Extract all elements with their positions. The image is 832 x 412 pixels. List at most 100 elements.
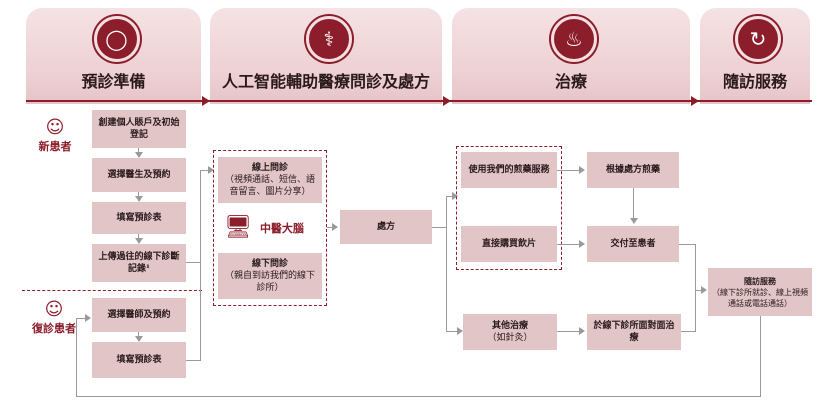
- prep-to-consult-line: [186, 360, 200, 361]
- prep-to-consult-line: [186, 262, 200, 263]
- create-account-box: 創建個人賬戶及初始登記: [92, 110, 186, 148]
- prep-connector: [138, 332, 139, 337]
- to-followup-line: [695, 244, 696, 332]
- buy-to-deliver-arrow: [579, 240, 585, 248]
- followup-sub: （線下診所就診、線上視頻通話或電話通話）: [712, 287, 808, 308]
- deliver-label: 交付至患者: [610, 239, 656, 249]
- stage-title-followup: 隨訪服務: [722, 72, 787, 91]
- decoction-to-rx-line: [557, 170, 579, 171]
- tcm-brain-label: 中醫大腦: [259, 221, 304, 235]
- to-followup-line: [679, 244, 695, 245]
- return-loop-line: [76, 396, 761, 397]
- stage-treatment: ♨ 治療: [452, 8, 690, 104]
- rx-out-arrow: [452, 192, 458, 200]
- prep-to-consult-line: [200, 170, 210, 171]
- patient-divider: [22, 290, 202, 291]
- prep-arrow: [135, 336, 143, 342]
- stage-followup: ↻ 隨訪服務: [700, 8, 810, 104]
- fill-form-returning-label: 填寫預診表: [116, 355, 162, 365]
- offline-face-label: 於線下診所面對面治療: [593, 321, 675, 343]
- prep-arrow: [135, 196, 143, 202]
- decoction-service-box: 使用我們的煎藥服務: [461, 152, 557, 188]
- rx-out-line: [432, 227, 446, 228]
- decoct-to-deliver-arrow: [630, 218, 638, 224]
- rx-out-line: [446, 196, 456, 197]
- upload-records-label: 上傳過往的線下診斷記錄¹: [98, 252, 180, 274]
- tcm-brain: 🖥 中醫大腦: [224, 215, 304, 240]
- prep-to-consult-arrow: [208, 166, 214, 174]
- buy-to-deliver-line: [557, 244, 579, 245]
- consult-to-rx-line: [327, 227, 333, 228]
- new-patient-label: 新患者: [38, 140, 72, 153]
- rx-out-line: [446, 196, 447, 332]
- decoct-to-deliver-line: [633, 188, 634, 218]
- to-followup-line: [695, 290, 701, 291]
- treatment-options-group: [456, 146, 562, 270]
- return-loop-line: [76, 318, 77, 397]
- other-to-offline-line: [557, 331, 579, 332]
- other-treatment-sub: （如針灸）: [487, 333, 533, 343]
- prep-connector: [138, 148, 139, 153]
- to-followup-line: [681, 331, 695, 332]
- stage-consult: ⚕ 人工智能輔助醫療問診及處方: [210, 8, 442, 104]
- buy-pieces-box: 直接購買飲片: [461, 226, 557, 262]
- online-consult-sub: （視頻通話、短信、語音留言、圖片分享）: [224, 175, 315, 197]
- doctor-icon: ⚕: [306, 16, 352, 62]
- return-loop-line: [760, 316, 761, 396]
- offline-consult-title: 線下問診: [251, 259, 288, 269]
- stage-prep: ◯ 預診準備: [26, 8, 201, 104]
- prep-arrow: [135, 152, 143, 158]
- consult-options-group: [213, 150, 327, 306]
- fill-form-new-label: 填寫預診表: [116, 213, 162, 223]
- returning-patient-icon: ☺: [44, 299, 64, 320]
- return-loop-arrow: [85, 314, 91, 322]
- other-treatment-box: 其他治療 （如針灸）: [463, 314, 557, 350]
- rx-out-line: [446, 331, 458, 332]
- decoction-to-rx-arrow: [579, 166, 585, 174]
- offline-face-box: 於線下診所面對面治療: [587, 314, 681, 350]
- choose-doctor-box: 選擇醫生及預約: [92, 158, 186, 192]
- other-treatment-title: 其他治療: [491, 321, 528, 331]
- upload-records-box: 上傳過往的線下診斷記錄¹: [92, 244, 186, 282]
- online-consult-box: 線上問診 （視頻通話、短信、語音留言、圖片分享）: [218, 157, 322, 203]
- prep-arrow: [135, 238, 143, 244]
- stage-title-consult: 人工智能輔助醫療問診及處方: [221, 72, 430, 91]
- create-account-label: 創建個人賬戶及初始登記: [98, 118, 180, 140]
- buy-pieces-label: 直接購買飲片: [481, 239, 536, 249]
- returning-patient-label: 復診患者: [32, 322, 76, 335]
- prep-connector: [138, 192, 139, 197]
- stage-title-prep: 預診準備: [81, 72, 146, 91]
- stage-connector-line: [26, 100, 812, 102]
- person-icon: ◯: [93, 16, 140, 62]
- fill-form-new-box: 填寫預診表: [92, 202, 186, 234]
- new-patient-icon: ☺: [45, 117, 65, 138]
- choose-physician-box: 選擇醫師及預約: [92, 298, 186, 332]
- stage-title-treatment: 治療: [554, 72, 587, 91]
- stage-arrow-3: [691, 96, 699, 106]
- followup-box: 隨訪服務 （線下診所就診、線上視頻通話或電話通話）: [708, 268, 812, 316]
- fill-form-returning-box: 填寫預診表: [92, 342, 186, 378]
- online-consult-title: 線上問診: [251, 163, 288, 173]
- medicine-pot-icon: ♨: [551, 16, 597, 62]
- prescription-label: 處方: [376, 222, 395, 232]
- rx-out-arrow: [457, 327, 463, 335]
- offline-consult-sub: （親自到訪我們的線下診所）: [224, 271, 315, 293]
- new-patient: ☺ 新患者: [30, 118, 80, 154]
- consult-to-rx-arrow: [332, 223, 338, 231]
- other-to-offline-arrow: [579, 327, 585, 335]
- prep-connector: [138, 234, 139, 239]
- offline-consult-box: 線下問診 （親自到訪我們的線下診所）: [218, 253, 322, 299]
- choose-physician-label: 選擇醫師及預約: [107, 310, 171, 320]
- decoct-by-rx-box: 根據處方煎藥: [587, 152, 679, 188]
- decoction-service-label: 使用我們的煎藥服務: [468, 165, 550, 175]
- followup-title: 隨訪服務: [744, 275, 776, 286]
- returning-patient: ☺ 復診患者: [24, 300, 84, 336]
- computer-icon: 🖥: [224, 215, 252, 240]
- refresh-icon: ↻: [735, 16, 781, 62]
- prescription-box: 處方: [340, 210, 432, 244]
- decoct-by-rx-label: 根據處方煎藥: [605, 165, 660, 175]
- deliver-box: 交付至患者: [587, 226, 679, 262]
- stage-arrow-2: [443, 96, 451, 106]
- to-followup-arrow: [701, 286, 707, 294]
- prep-to-consult-line: [200, 170, 201, 361]
